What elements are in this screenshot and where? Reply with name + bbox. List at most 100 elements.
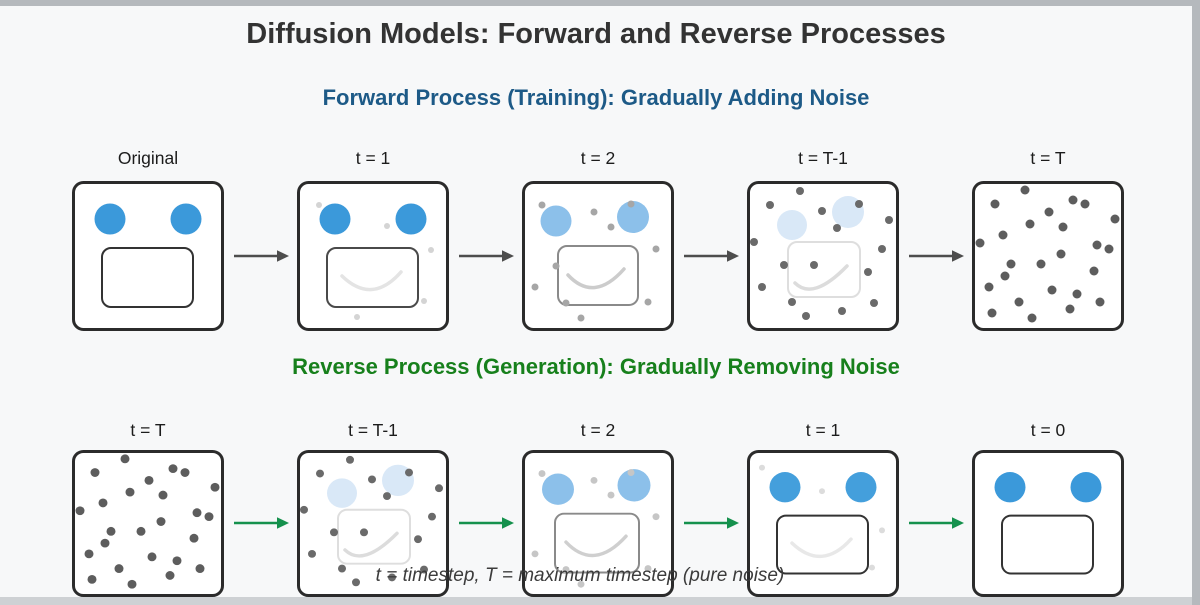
noise-dot: [360, 528, 368, 537]
noise-dot: [766, 201, 774, 209]
noise-dot: [87, 574, 97, 584]
panel-label: t = T: [130, 420, 166, 440]
noise-dot: [1089, 266, 1099, 276]
face-panel-image: [747, 181, 899, 331]
noise-dot: [383, 492, 391, 500]
noise-dot: [607, 491, 615, 499]
panel-forward-0: Original: [72, 147, 224, 336]
noise-dot: [204, 512, 214, 522]
face-panel-image: [522, 181, 674, 331]
noise-dot: [984, 282, 994, 292]
noise-dot: [562, 299, 570, 307]
noise-dot: [1056, 249, 1066, 259]
noise-dot: [90, 468, 100, 477]
noise-dot: [168, 464, 178, 474]
noise-dot: [987, 308, 997, 318]
noise-dot: [98, 498, 108, 508]
noise-dot: [538, 201, 546, 209]
panel-label: Original: [117, 148, 179, 168]
noise-dot: [428, 512, 436, 521]
noise-dot: [652, 513, 660, 521]
reverse-arrow-icon: [908, 517, 964, 529]
noise-dot: [100, 538, 110, 548]
noise-dot: [368, 475, 376, 484]
noise-dot: [352, 578, 360, 587]
forward-arrow-icon: [908, 250, 964, 262]
noise-dot: [644, 298, 652, 306]
panel-reverse-4: t = 0: [972, 419, 1124, 602]
noise-dot: [552, 262, 560, 270]
noise-dot: [421, 298, 427, 304]
noise-dot: [819, 488, 825, 495]
panel-label: t = 1: [805, 420, 841, 440]
noise-dot: [1095, 297, 1105, 307]
noise-dot: [1044, 207, 1054, 217]
face-panel-image: [72, 450, 224, 597]
panel-forward-3: t = T-1: [747, 147, 899, 336]
face-panel-image: [522, 450, 674, 597]
forward-arrow-icon: [233, 250, 289, 262]
panel-label: t = T-1: [798, 148, 848, 168]
noise-dot: [106, 526, 116, 536]
noise-dot: [1027, 313, 1037, 323]
panel-reverse-1: t = T-1: [297, 419, 449, 602]
noise-dot: [84, 549, 94, 559]
noise-dot: [1014, 297, 1024, 307]
noise-dot: [1000, 271, 1010, 281]
panel-label: t = 2: [580, 148, 616, 168]
noise-dot: [818, 207, 826, 215]
noise-dot: [758, 283, 766, 291]
diagram-title: Diffusion Models: Forward and Reverse Pr…: [246, 18, 946, 50]
face-panel-image: [72, 181, 224, 331]
noise-dot: [338, 564, 346, 573]
noise-dot: [114, 564, 124, 573]
noise-dot: [165, 571, 175, 580]
noise-dot: [346, 455, 354, 464]
noise-dot: [192, 508, 202, 518]
panel-reverse-2: t = 2: [522, 419, 674, 602]
noise-dot: [1072, 289, 1082, 299]
noise-dot: [975, 238, 985, 248]
noise-dot: [127, 579, 137, 589]
noise-dot: [210, 482, 220, 492]
noise-dot: [1068, 195, 1078, 205]
panel-label: t = 1: [355, 148, 391, 168]
reverse-arrow-icon: [458, 517, 514, 529]
noise-dot: [562, 566, 570, 573]
noise-dot: [878, 245, 886, 253]
noise-dot: [590, 208, 598, 216]
noise-dot: [1058, 222, 1068, 232]
panel-reverse-3: t = 1: [747, 419, 899, 602]
noise-dot: [316, 469, 324, 478]
noise-dot: [885, 216, 893, 224]
panel-forward-1: t = 1: [297, 147, 449, 336]
noise-dot: [354, 314, 360, 320]
noise-dot: [308, 549, 316, 558]
panel-label: t = 2: [580, 420, 616, 440]
noise-dot: [189, 533, 199, 543]
noise-dot: [1036, 259, 1046, 269]
noise-dot: [330, 528, 338, 537]
forward-arrow-icon: [683, 250, 739, 262]
noise-dot: [172, 556, 182, 566]
reverse-arrow-icon: [233, 517, 289, 529]
noise-dot: [833, 224, 841, 232]
noise-dot: [1104, 244, 1114, 254]
noise-dot: [788, 298, 796, 306]
noise-dot: [428, 247, 434, 253]
face-panel-image: [297, 450, 449, 597]
noise-dot: [864, 268, 872, 276]
noise-dot: [414, 535, 422, 544]
noise-dot: [869, 564, 875, 571]
noise-dot: [531, 283, 539, 291]
face-panel-image: [747, 450, 899, 597]
noise-dot: [990, 199, 1000, 209]
noise-dot: [195, 564, 205, 573]
noise-dot: [435, 484, 443, 493]
noise-dot: [627, 200, 635, 208]
noise-dot: [1006, 259, 1016, 269]
noise-dot: [810, 261, 818, 269]
noise-dot: [300, 505, 308, 514]
reverse-process-heading: Reverse Process (Generation): Gradually …: [292, 354, 900, 379]
